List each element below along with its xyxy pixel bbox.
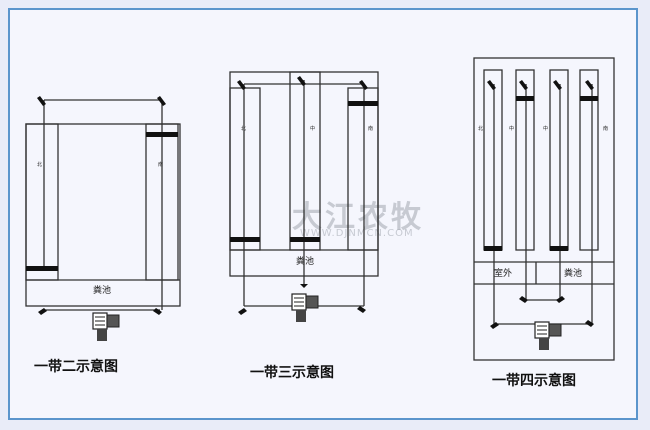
d3-barn-outline [473, 57, 615, 361]
d3-track-label-3: 中 [543, 125, 548, 132]
watermark-url: WWW.DJNMCN.COM [300, 228, 414, 239]
d2-scraper-right [348, 101, 378, 106]
d3-track-label-2: 中 [509, 125, 514, 132]
d1-pulleys [37, 96, 166, 315]
watermark-brand: 大江农牧 [292, 200, 424, 235]
d1-scraper-right [146, 132, 178, 137]
d2-right-channel [347, 87, 379, 251]
d2-track-label-3: 南 [368, 125, 373, 132]
d3-channel-3 [549, 69, 569, 251]
diagram-1 [25, 99, 181, 311]
d3-channel-1 [483, 69, 503, 251]
d1-pit-label: 粪池 [93, 284, 111, 296]
d3-channel-2 [515, 69, 535, 251]
d3-motor-icon [534, 321, 562, 351]
d3-pit-label: 粪池 [564, 267, 582, 279]
d3-channel-4 [579, 69, 599, 251]
caption-one-to-two: 一带二示意图 [34, 359, 118, 375]
d1-track-label-2: 南 [158, 161, 163, 168]
caption-one-to-three: 一带三示意图 [250, 365, 334, 381]
figure-frame [8, 8, 638, 420]
diagram-3 [473, 57, 615, 361]
d2-left-channel [229, 87, 261, 251]
diagram-2 [229, 71, 379, 307]
d3-track-label-4: 南 [603, 125, 608, 132]
d3-outdoor-label: 室外 [494, 267, 512, 279]
d3-pulleys [487, 80, 594, 329]
d2-track-label-2: 中 [310, 125, 315, 132]
d2-pulleys [237, 76, 368, 315]
d2-motor-icon [291, 293, 319, 323]
d3-scrapers [484, 96, 598, 251]
d2-middle-channel [289, 71, 321, 251]
caption-one-to-four: 一带四示意图 [492, 373, 576, 389]
d1-left-channel [25, 123, 59, 281]
d1-barn-outline [25, 123, 181, 307]
d3-track-label-1: 北 [478, 125, 483, 132]
d1-track-label-1: 北 [37, 161, 42, 168]
d1-scraper-left [26, 266, 58, 271]
d2-scraper-left [230, 237, 260, 242]
d1-motor-icon [92, 312, 120, 342]
d2-pit-label: 粪池 [296, 255, 314, 267]
d2-scraper-middle [290, 237, 320, 242]
d2-track-label-1: 北 [241, 125, 246, 132]
